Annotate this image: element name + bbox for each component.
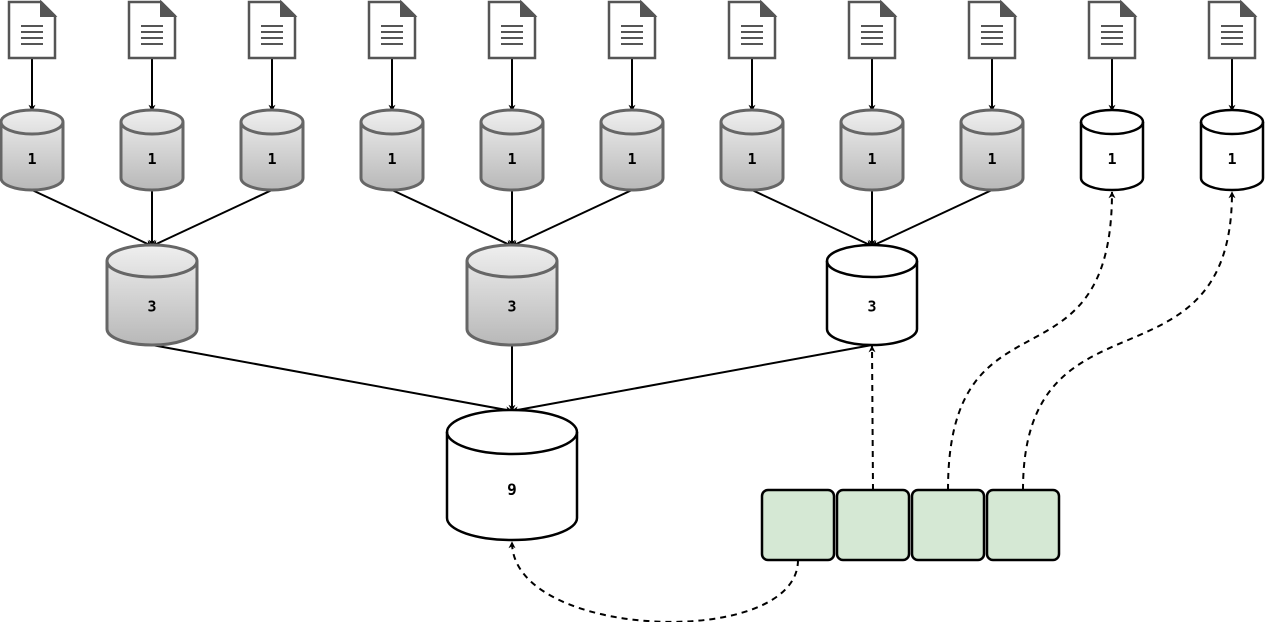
edge-l1-6-to-l2-2 bbox=[511, 189, 633, 247]
segment-node-9: 1 bbox=[959, 108, 1025, 192]
segment-node-9-label: 1 bbox=[987, 150, 996, 168]
document-icon bbox=[367, 0, 418, 60]
segment-node-5-label: 1 bbox=[507, 150, 516, 168]
segment-node-6: 1 bbox=[599, 108, 665, 192]
segment-node-4-label: 1 bbox=[387, 150, 396, 168]
document-icon bbox=[967, 0, 1018, 60]
document-icon bbox=[487, 0, 538, 60]
segment-node-6-label: 1 bbox=[627, 150, 636, 168]
nodes: 1 1 1 1 1 1 1 1 1 1 1 3 3 3 9 bbox=[0, 108, 1265, 542]
slot-3 bbox=[910, 488, 986, 562]
document-icon bbox=[727, 0, 778, 60]
document-icon bbox=[247, 0, 298, 60]
segment-node-10-label: 1 bbox=[1107, 150, 1116, 168]
slot-array bbox=[760, 488, 1061, 562]
merged-node-3: 3 bbox=[825, 243, 919, 347]
root-node-label: 9 bbox=[507, 480, 517, 499]
documents bbox=[7, 0, 1258, 60]
document-icon bbox=[127, 0, 178, 60]
edges bbox=[28, 58, 1236, 622]
merged-node-1: 3 bbox=[105, 243, 199, 347]
merged-node-3-label: 3 bbox=[867, 298, 876, 316]
document-icon bbox=[607, 0, 658, 60]
merged-node-2-label: 3 bbox=[507, 298, 516, 316]
segment-node-3: 1 bbox=[239, 108, 305, 192]
document-icon bbox=[1087, 0, 1138, 60]
edge-l1-3-to-l2-1 bbox=[151, 189, 273, 247]
segment-node-3-label: 1 bbox=[267, 150, 276, 168]
edge-l1-1-to-l2-1 bbox=[31, 189, 153, 247]
slot-4 bbox=[985, 488, 1061, 562]
pointer-slot-4-to-l1-11 bbox=[1022, 191, 1236, 491]
segment-node-10: 1 bbox=[1079, 108, 1145, 192]
document-icon bbox=[847, 0, 898, 60]
edge-l1-4-to-l2-2 bbox=[391, 189, 513, 247]
segment-node-2: 1 bbox=[119, 108, 185, 192]
segment-node-5: 1 bbox=[479, 108, 545, 192]
document-icon bbox=[7, 0, 58, 60]
pointer-slot-3-to-l1-10 bbox=[947, 191, 1116, 491]
segment-node-1: 1 bbox=[0, 108, 65, 192]
segment-node-8-label: 1 bbox=[867, 150, 876, 168]
pointer-slot-1-to-root bbox=[508, 541, 799, 622]
edge-l2-3-to-root bbox=[511, 344, 873, 414]
segment-node-4: 1 bbox=[359, 108, 425, 192]
segment-node-7: 1 bbox=[719, 108, 785, 192]
segment-node-2-label: 1 bbox=[147, 150, 156, 168]
slot-1 bbox=[760, 488, 836, 562]
slot-2 bbox=[835, 488, 911, 562]
segment-node-11-label: 1 bbox=[1227, 150, 1236, 168]
edge-l1-9-to-l2-3 bbox=[871, 189, 993, 247]
segment-node-8: 1 bbox=[839, 108, 905, 192]
edge-l2-1-to-root bbox=[151, 344, 513, 414]
pointer-slot-2-to-l2-3 bbox=[868, 345, 876, 491]
segment-node-11: 1 bbox=[1199, 108, 1265, 192]
merged-node-1-label: 3 bbox=[147, 298, 156, 316]
segment-node-7-label: 1 bbox=[747, 150, 756, 168]
segment-node-1-label: 1 bbox=[27, 150, 36, 168]
root-node: 9 bbox=[445, 408, 579, 542]
document-icon bbox=[1207, 0, 1258, 60]
merged-node-2: 3 bbox=[465, 243, 559, 347]
edge-l1-7-to-l2-3 bbox=[751, 189, 873, 247]
